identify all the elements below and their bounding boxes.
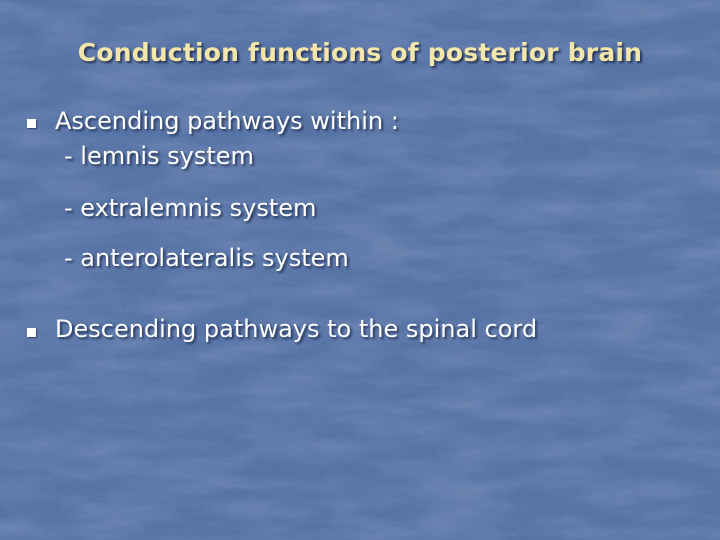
slide-title: Conduction functions of posterior brain: [77, 38, 643, 67]
sub-item-extralemnis: - extralemnis system: [64, 194, 317, 222]
bullet-text: Ascending pathways within :: [55, 107, 399, 135]
square-bullet-icon: [27, 119, 36, 128]
square-bullet-icon: [27, 328, 36, 337]
sub-item-anterolateralis: - anterolateralis system: [64, 244, 349, 272]
bullet-text: Descending pathways to the spinal cord: [55, 315, 538, 343]
sub-item-lemnis: - lemnis system: [64, 142, 254, 170]
